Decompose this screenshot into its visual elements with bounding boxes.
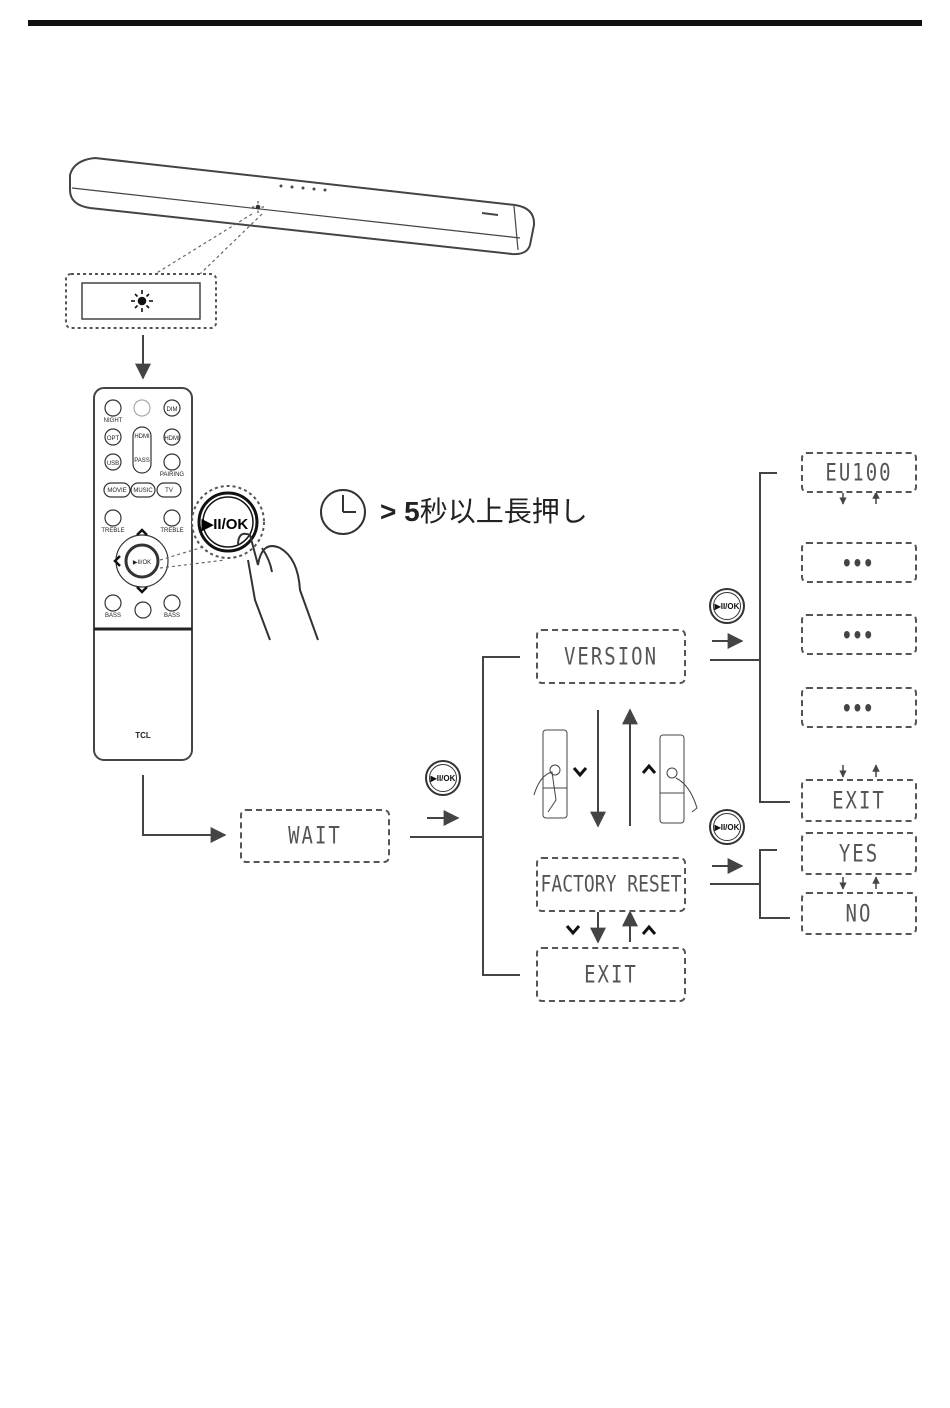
chevron-down-icon-1 bbox=[574, 768, 586, 775]
lcd-exit-text: EXIT bbox=[584, 961, 638, 989]
remote-bass-label-right: BASS bbox=[164, 613, 180, 619]
ok-button-icon-reset: ▶II/OK bbox=[709, 809, 745, 845]
lcd-dots-1: ••• bbox=[801, 542, 917, 583]
lcd-version-number: EU100 bbox=[801, 452, 917, 493]
remote-hdmi-arc-label: HDMI bbox=[164, 436, 180, 442]
remote-movie-label: MOVIE bbox=[107, 488, 126, 494]
lcd-dots-2: ••• bbox=[801, 614, 917, 655]
lcd-factory-reset-text: FACTORY RESET bbox=[541, 871, 682, 897]
ok-button-icon-wait-label: ▶II/OK bbox=[429, 764, 457, 792]
chevron-up-icon-1 bbox=[643, 766, 655, 773]
chevron-down-icon-2 bbox=[567, 926, 579, 933]
remote-dim-label: DIM bbox=[167, 407, 178, 413]
remote-ok-label: ▶II/OK bbox=[133, 560, 151, 566]
remote-pass-label: PASS bbox=[134, 458, 150, 464]
lcd-wait-text: WAIT bbox=[288, 822, 342, 850]
mini-remote-up bbox=[660, 735, 697, 823]
hold-seconds: 5 bbox=[404, 496, 420, 527]
mini-remote-down bbox=[534, 730, 567, 818]
lcd-dots-1-text: ••• bbox=[843, 546, 875, 579]
remote-tv-label: TV bbox=[165, 488, 173, 494]
remote-illustration: OPT USB HDMI HDMI PASS MOVIE MUSIC TV TR… bbox=[94, 388, 192, 760]
lcd-yes-text: YES bbox=[839, 840, 879, 868]
lcd-version-number-text: EU100 bbox=[825, 459, 892, 487]
hold-prefix: > bbox=[380, 496, 404, 527]
hold-suffix: 秒以上長押し bbox=[420, 496, 588, 527]
remote-pairing-label: PAIRING bbox=[160, 472, 185, 478]
lcd-yes: YES bbox=[801, 832, 917, 875]
hold-instruction: > 5秒以上長押し bbox=[380, 490, 588, 530]
ok-button-icon-version: ▶II/OK bbox=[709, 588, 745, 624]
soundbar-led-icon bbox=[252, 201, 264, 213]
lcd-no-text: NO bbox=[846, 900, 873, 928]
ok-button-icon-reset-label: ▶II/OK bbox=[713, 813, 741, 841]
lcd-no: NO bbox=[801, 892, 917, 935]
remote-treble-label-right: TREBLE bbox=[160, 528, 183, 534]
remote-music-label: MUSIC bbox=[133, 488, 153, 494]
lcd-factory-reset: FACTORY RESET bbox=[536, 857, 686, 912]
remote-opt-label: OPT bbox=[107, 436, 120, 442]
magnified-ok-label: ▶II/OK bbox=[201, 516, 249, 533]
top-rule bbox=[28, 20, 922, 26]
lcd-wait: WAIT bbox=[240, 809, 390, 863]
remote-treble-label-left: TREBLE bbox=[101, 528, 124, 534]
remote-usb-label: USB bbox=[107, 461, 119, 467]
lcd-dots-2-text: ••• bbox=[843, 618, 875, 651]
lcd-version: VERSION bbox=[536, 629, 686, 684]
remote-night-label: NIGHT bbox=[104, 418, 123, 424]
chevron-up-icon-2 bbox=[643, 927, 655, 934]
lcd-exit: EXIT bbox=[536, 947, 686, 1002]
remote-brand-logo: TCL bbox=[135, 731, 151, 740]
clock-icon bbox=[321, 490, 365, 534]
lcd-dots-3-text: ••• bbox=[843, 691, 875, 724]
lcd-version-text: VERSION bbox=[564, 643, 658, 671]
lcd-version-exit-text: EXIT bbox=[832, 787, 886, 815]
remote-bass-label-left: BASS bbox=[105, 613, 121, 619]
connector-remote-to-wait bbox=[143, 775, 225, 835]
ok-button-icon-version-label: ▶II/OK bbox=[713, 592, 741, 620]
lcd-version-exit: EXIT bbox=[801, 779, 917, 822]
soundbar-illustration bbox=[70, 158, 534, 254]
ok-button-icon-wait: ▶II/OK bbox=[425, 760, 461, 796]
remote-hdmi-in-label: HDMI bbox=[134, 434, 150, 440]
lcd-dots-3: ••• bbox=[801, 687, 917, 728]
